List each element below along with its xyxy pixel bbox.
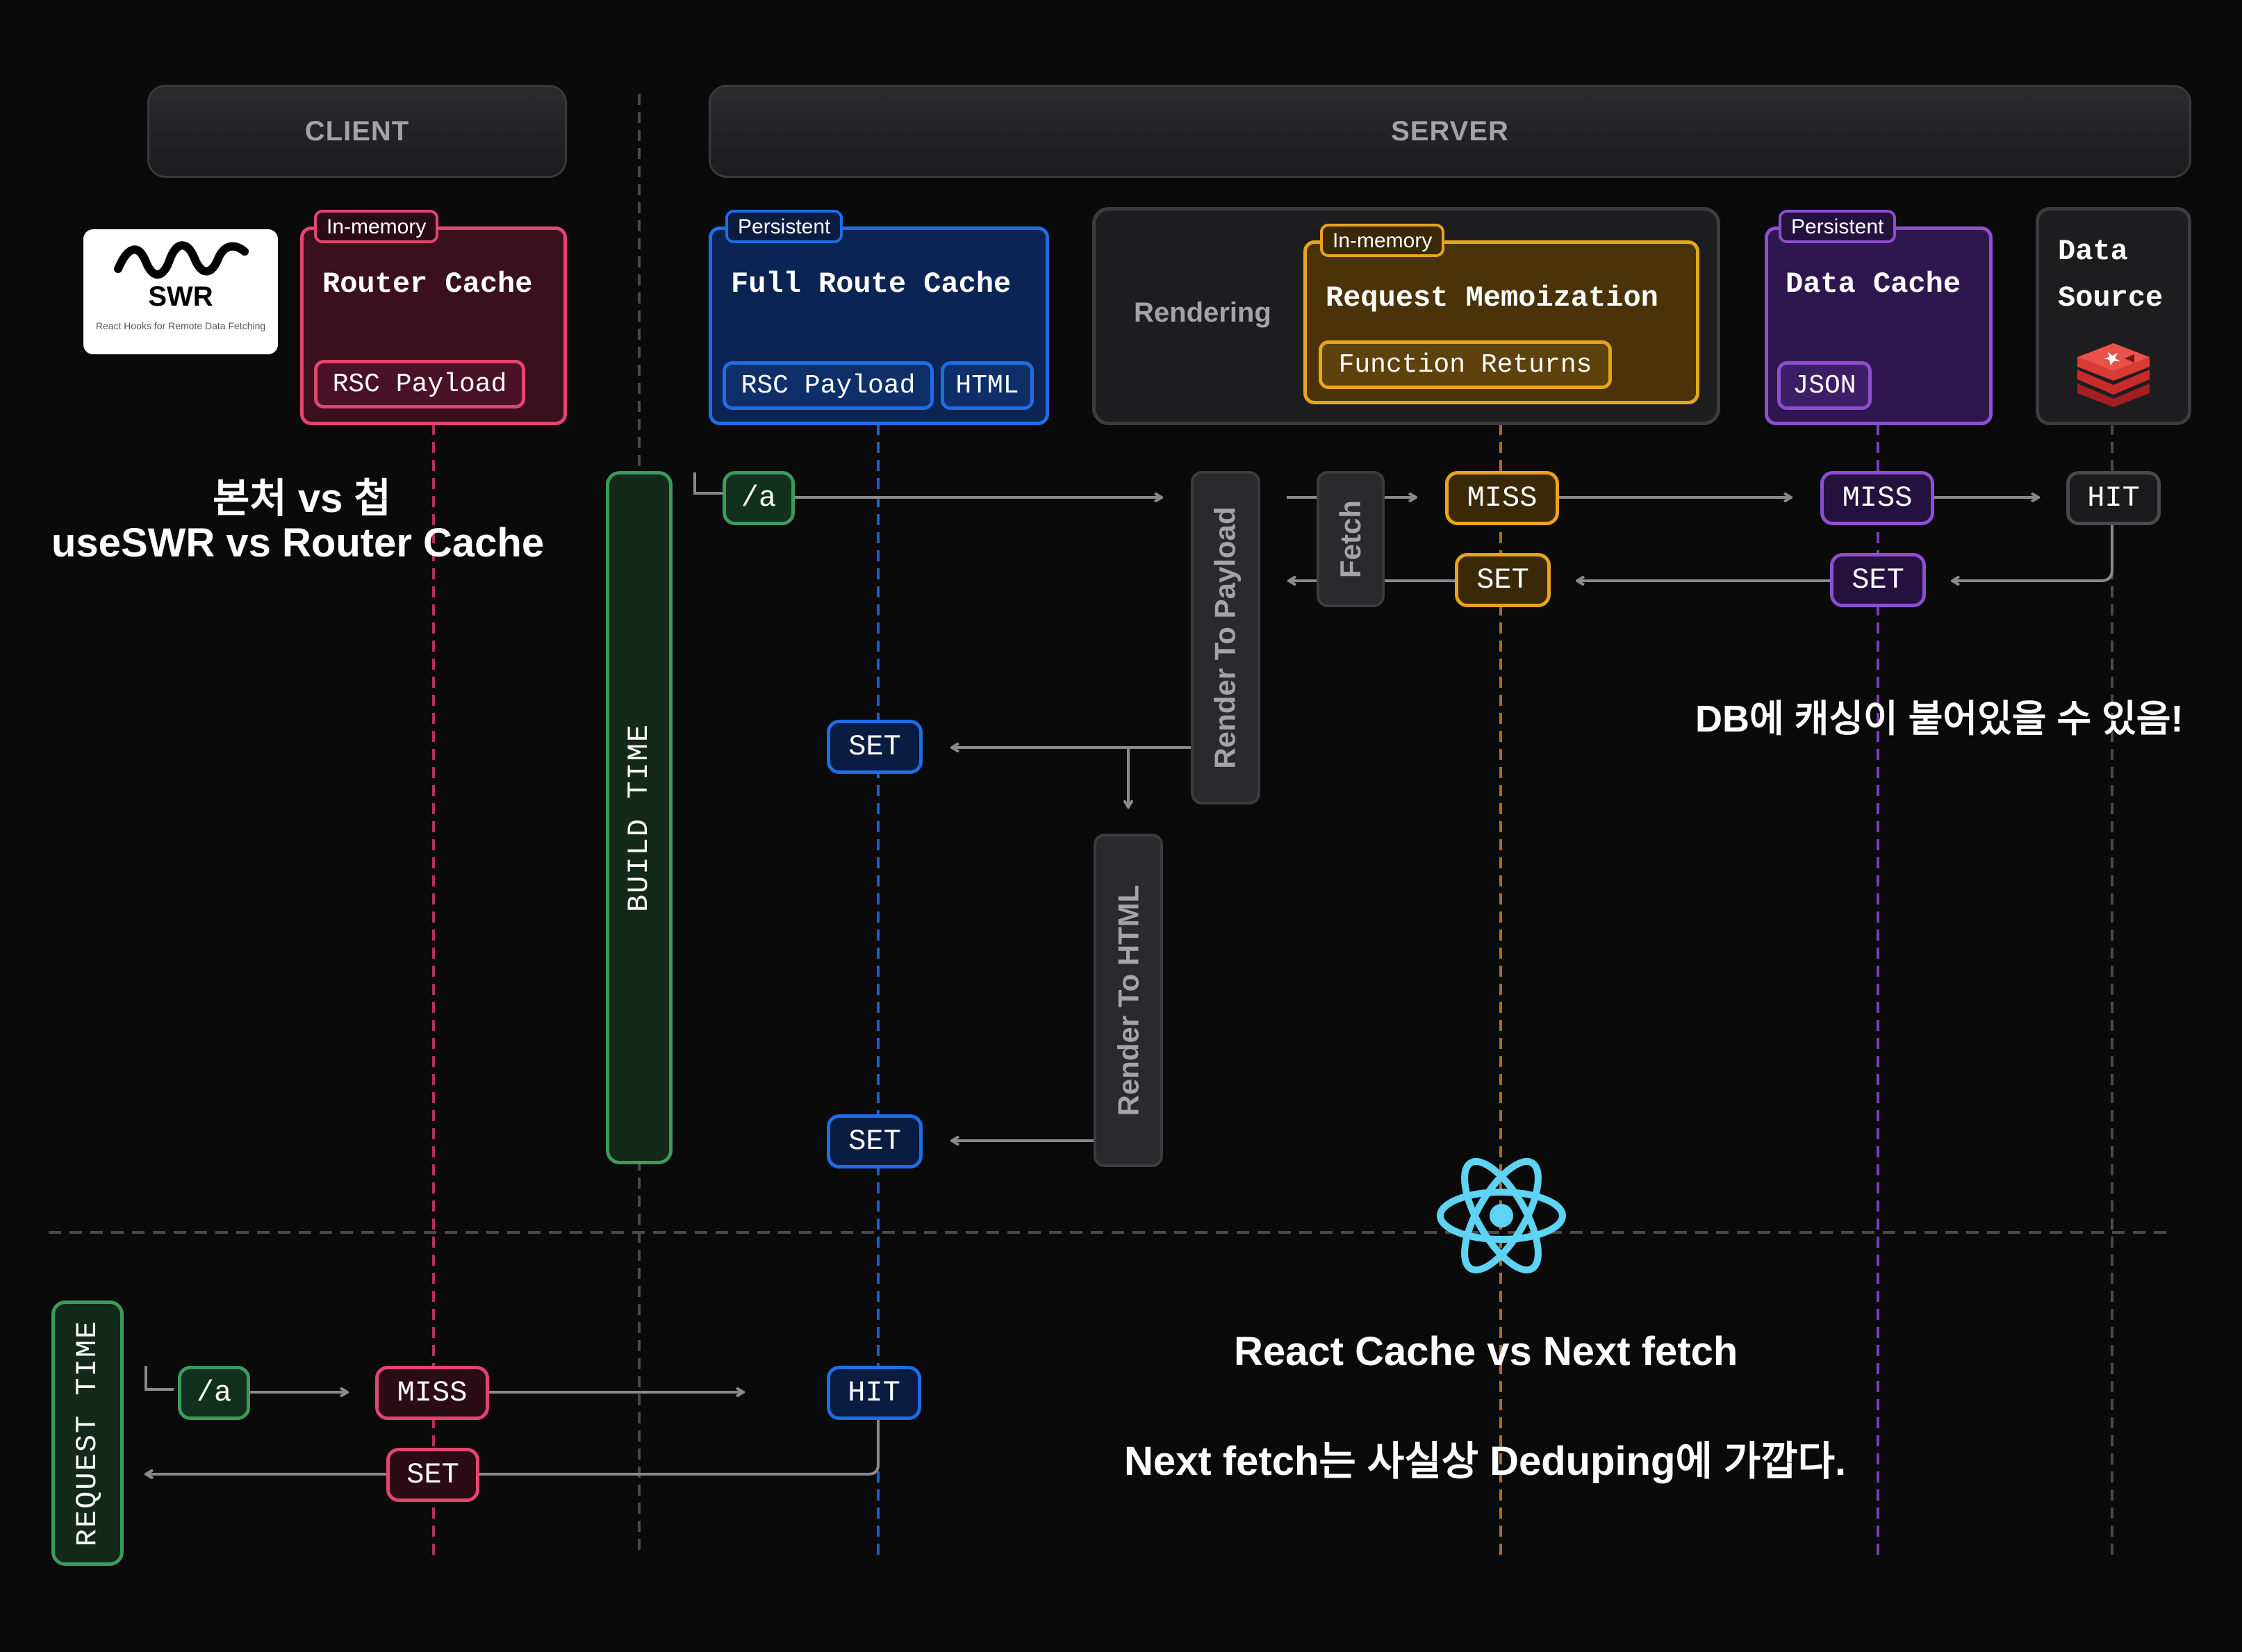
full-route-chip-html: HTML bbox=[941, 361, 1034, 410]
data-set-pill: SET bbox=[1830, 553, 1926, 607]
data-source-title-1: Data bbox=[2058, 235, 2128, 268]
swr-wave-icon bbox=[114, 241, 249, 279]
client-header-label: CLIENT bbox=[304, 115, 410, 147]
render-to-html-label: Render To HTML bbox=[1112, 884, 1144, 1116]
rendering-label: Rendering bbox=[1134, 297, 1271, 328]
full-route-set-pill-2: SET bbox=[827, 1114, 923, 1168]
render-to-html-step: Render To HTML bbox=[1094, 834, 1163, 1167]
memo-miss-pill: MISS bbox=[1445, 471, 1559, 525]
request-time-lane: REQUEST TIME bbox=[51, 1300, 124, 1566]
fetch-step: Fetch bbox=[1317, 471, 1385, 607]
swr-name: SWR bbox=[148, 281, 213, 312]
full-route-cache-tag: Persistent bbox=[725, 210, 843, 243]
swr-tagline: React Hooks for Remote Data Fetching bbox=[95, 320, 266, 331]
request-memo-chip: Function Returns bbox=[1319, 340, 1612, 389]
server-header: SERVER bbox=[709, 85, 2191, 178]
data-cache-chip-json: JSON bbox=[1777, 361, 1872, 410]
data-source-title-2: Source bbox=[2058, 281, 2163, 315]
annotation-next-fetch: Next fetch는 사실상 Deduping에 가깝다. bbox=[1124, 1439, 1847, 1484]
data-cache-tag: Persistent bbox=[1779, 210, 1897, 243]
client-header: CLIENT bbox=[147, 85, 567, 178]
request-time-label: REQUEST TIME bbox=[71, 1319, 105, 1547]
render-to-payload-step: Render To Payload bbox=[1191, 471, 1260, 804]
react-logo-icon bbox=[1437, 1157, 1566, 1274]
data-cache-title: Data Cache bbox=[1786, 267, 1961, 301]
swr-logo-card: SWR React Hooks for Remote Data Fetching bbox=[83, 229, 278, 354]
annotation-react-cache: React Cache vs Next fetch bbox=[1234, 1329, 1738, 1374]
full-route-set-pill-1: SET bbox=[827, 720, 923, 774]
request-memo-tag: In-memory bbox=[1320, 224, 1445, 257]
router-set-pill: SET bbox=[386, 1448, 479, 1502]
full-route-hit-pill: HIT bbox=[827, 1366, 921, 1420]
annotation-title-line1: 본처 vs 첩 bbox=[213, 476, 391, 521]
memo-set-pill: SET bbox=[1455, 553, 1551, 607]
data-miss-pill: MISS bbox=[1820, 471, 1934, 525]
router-cache-title: Router Cache bbox=[322, 267, 533, 301]
build-time-label: BUILD TIME bbox=[623, 722, 657, 913]
router-cache-chip-rsc: RSC Payload bbox=[314, 360, 525, 408]
annotation-db-note: DB에 캐싱이 붙어있을 수 있음! bbox=[1695, 698, 2184, 740]
request-route-pill: /a bbox=[178, 1366, 250, 1420]
build-time-lane: BUILD TIME bbox=[606, 471, 673, 1164]
router-miss-pill: MISS bbox=[375, 1366, 489, 1420]
annotation-title-line2: useSWR vs Router Cache bbox=[51, 520, 545, 565]
full-route-chip-rsc: RSC Payload bbox=[723, 361, 934, 410]
server-header-label: SERVER bbox=[1391, 115, 1509, 147]
render-to-payload-label: Render To Payload bbox=[1209, 506, 1242, 769]
full-route-cache-title: Full Route Cache bbox=[731, 267, 1012, 301]
redis-database-icon bbox=[2077, 343, 2150, 407]
router-cache-tag: In-memory bbox=[314, 210, 439, 243]
source-hit-pill: HIT bbox=[2066, 471, 2161, 525]
fetch-label: Fetch bbox=[1334, 499, 1367, 579]
request-memo-title: Request Memoization bbox=[1326, 281, 1658, 315]
build-route-pill: /a bbox=[723, 471, 795, 525]
